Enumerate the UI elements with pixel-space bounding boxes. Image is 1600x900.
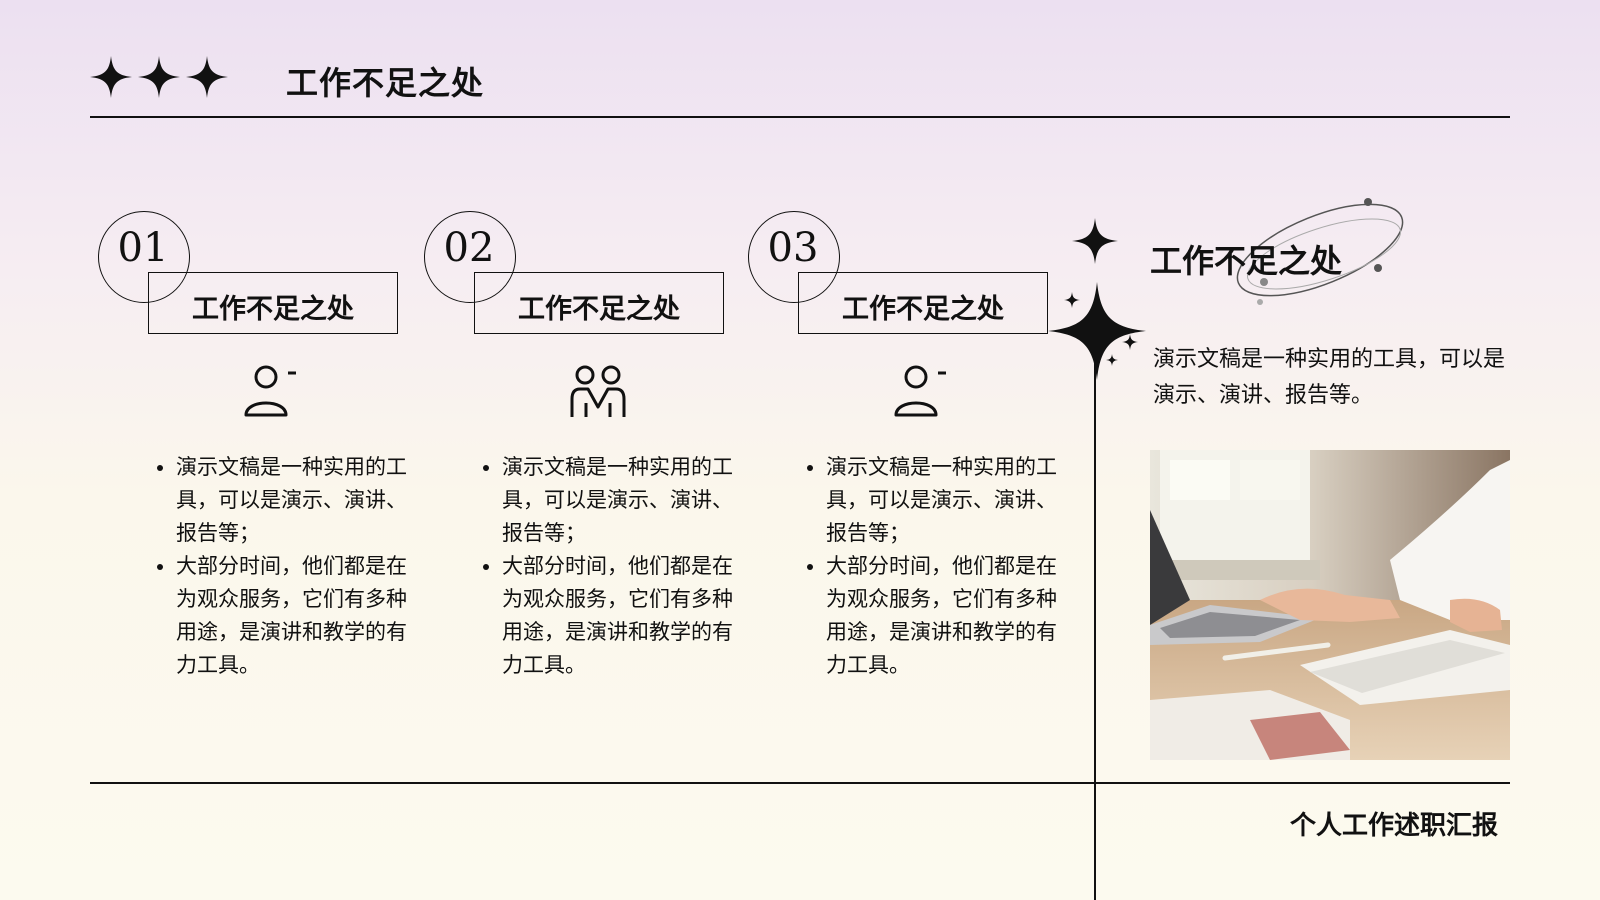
number-circle: [748, 211, 840, 303]
bullet-item: 大部分时间，他们都是在为观众服务，它们有多种用途，是演讲和教学的有力工具。: [826, 550, 1066, 682]
card-02: 02 工作不足之处 演示文稿是一种实用的工具，可以是演示、演讲、报告等； 大部分…: [420, 211, 733, 731]
person-icon: [244, 365, 296, 417]
side-title: 工作不足之处: [1150, 242, 1343, 280]
number-circle: [424, 211, 516, 303]
bullet-list: 演示文稿是一种实用的工具，可以是演示、演讲、报告等； 大部分时间，他们都是在为观…: [796, 451, 1066, 682]
card-01: 01 工作不足之处 演示文稿是一种实用的工具，可以是演示、演讲、报告等； 大部分…: [94, 211, 407, 731]
bullet-item: 演示文稿是一种实用的工具，可以是演示、演讲、报告等；: [176, 451, 416, 550]
header-divider: [90, 116, 1510, 118]
card-title: 工作不足之处: [842, 294, 1004, 325]
sparkle-star-icon: [186, 56, 228, 98]
small-sparkle-icon: [1106, 354, 1118, 366]
card-title-box: [474, 272, 724, 334]
bullet-item: 演示文稿是一种实用的工具，可以是演示、演讲、报告等；: [826, 451, 1066, 550]
orbit-ellipse-decoration: [1236, 198, 1404, 305]
card-number: 02: [443, 225, 495, 271]
footer-label: 个人工作述职汇报: [1290, 811, 1499, 841]
two-people-icon: [570, 365, 626, 417]
laptop-work-photo: [1150, 450, 1510, 760]
sparkle-star-icon: [1072, 218, 1118, 264]
bullet-list: 演示文稿是一种实用的工具，可以是演示、演讲、报告等； 大部分时间，他们都是在为观…: [472, 451, 742, 682]
number-circle: [98, 211, 190, 303]
sparkle-star-icon: [90, 56, 132, 98]
bullet-item: 演示文稿是一种实用的工具，可以是演示、演讲、报告等；: [502, 451, 742, 550]
sparkle-star-icon: [138, 56, 180, 98]
card-03: 03 工作不足之处 演示文稿是一种实用的工具，可以是演示、演讲、报告等； 大部分…: [744, 211, 1057, 731]
card-title: 工作不足之处: [192, 294, 354, 325]
page-title: 工作不足之处: [286, 64, 485, 102]
side-description: 演示文稿是一种实用的工具，可以是演示、演讲、报告等。: [1153, 347, 1506, 408]
card-number: 01: [117, 225, 169, 271]
card-number: 03: [767, 225, 819, 271]
bullet-item: 大部分时间，他们都是在为观众服务，它们有多种用途，是演讲和教学的有力工具。: [176, 550, 416, 682]
small-sparkle-icon: [1064, 292, 1080, 308]
bullet-list: 演示文稿是一种实用的工具，可以是演示、演讲、报告等； 大部分时间，他们都是在为观…: [146, 451, 416, 682]
large-sparkle-icon: [1048, 282, 1146, 380]
small-sparkle-icon: [1122, 334, 1138, 350]
card-title: 工作不足之处: [518, 294, 680, 325]
card-title-box: [798, 272, 1048, 334]
footer-divider: [90, 782, 1510, 784]
vertical-divider: [1094, 345, 1096, 900]
card-title-box: [148, 272, 398, 334]
header-stars: [90, 56, 228, 98]
person-icon: [894, 365, 946, 417]
bullet-item: 大部分时间，他们都是在为观众服务，它们有多种用途，是演讲和教学的有力工具。: [502, 550, 742, 682]
